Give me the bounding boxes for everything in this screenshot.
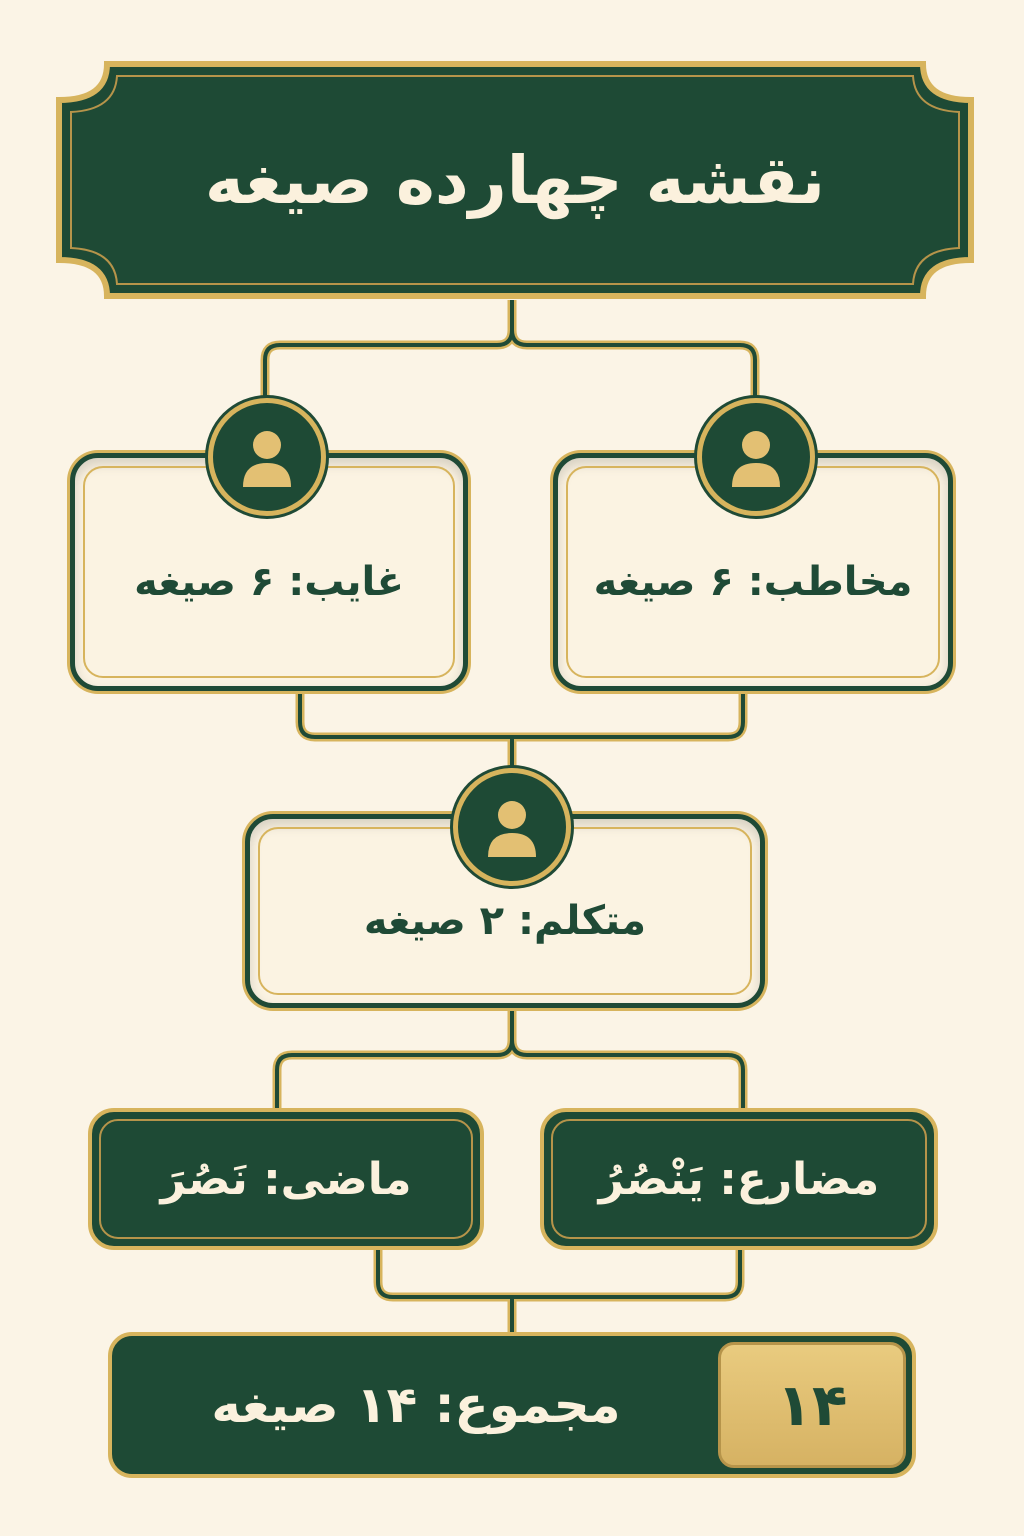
total-count-badge: ۱۴ — [718, 1342, 906, 1468]
mazi-card: ماضی: نَصُرَ — [88, 1108, 484, 1250]
mokhatab-label: مخاطب: ۶ صیغه — [593, 559, 913, 605]
ghayeb-label: غایب: ۶ صیغه — [134, 559, 404, 605]
mazi-label: ماضی: نَصُرَ — [160, 1153, 412, 1205]
person-icon — [243, 431, 291, 487]
mozare-card: مضارع: یَنْصُرُ — [540, 1108, 938, 1250]
motekallem-label: متکلم: ۲ صیغه — [363, 898, 647, 944]
person-icon — [488, 801, 536, 857]
mokhatab-person-icon — [697, 398, 815, 516]
person-icon — [732, 431, 780, 487]
title-plate — [56, 61, 974, 299]
total-label: مجموع: ۱۴ صیغه — [211, 1376, 621, 1434]
page-title: نقشه چهارده صیغه — [204, 141, 826, 219]
motekallem-person-icon — [453, 768, 571, 886]
mozare-label: مضارع: یَنْصُرُ — [598, 1153, 880, 1205]
total-bar: مجموع: ۱۴ صیغه ۱۴ — [108, 1332, 916, 1478]
ghayeb-person-icon — [208, 398, 326, 516]
